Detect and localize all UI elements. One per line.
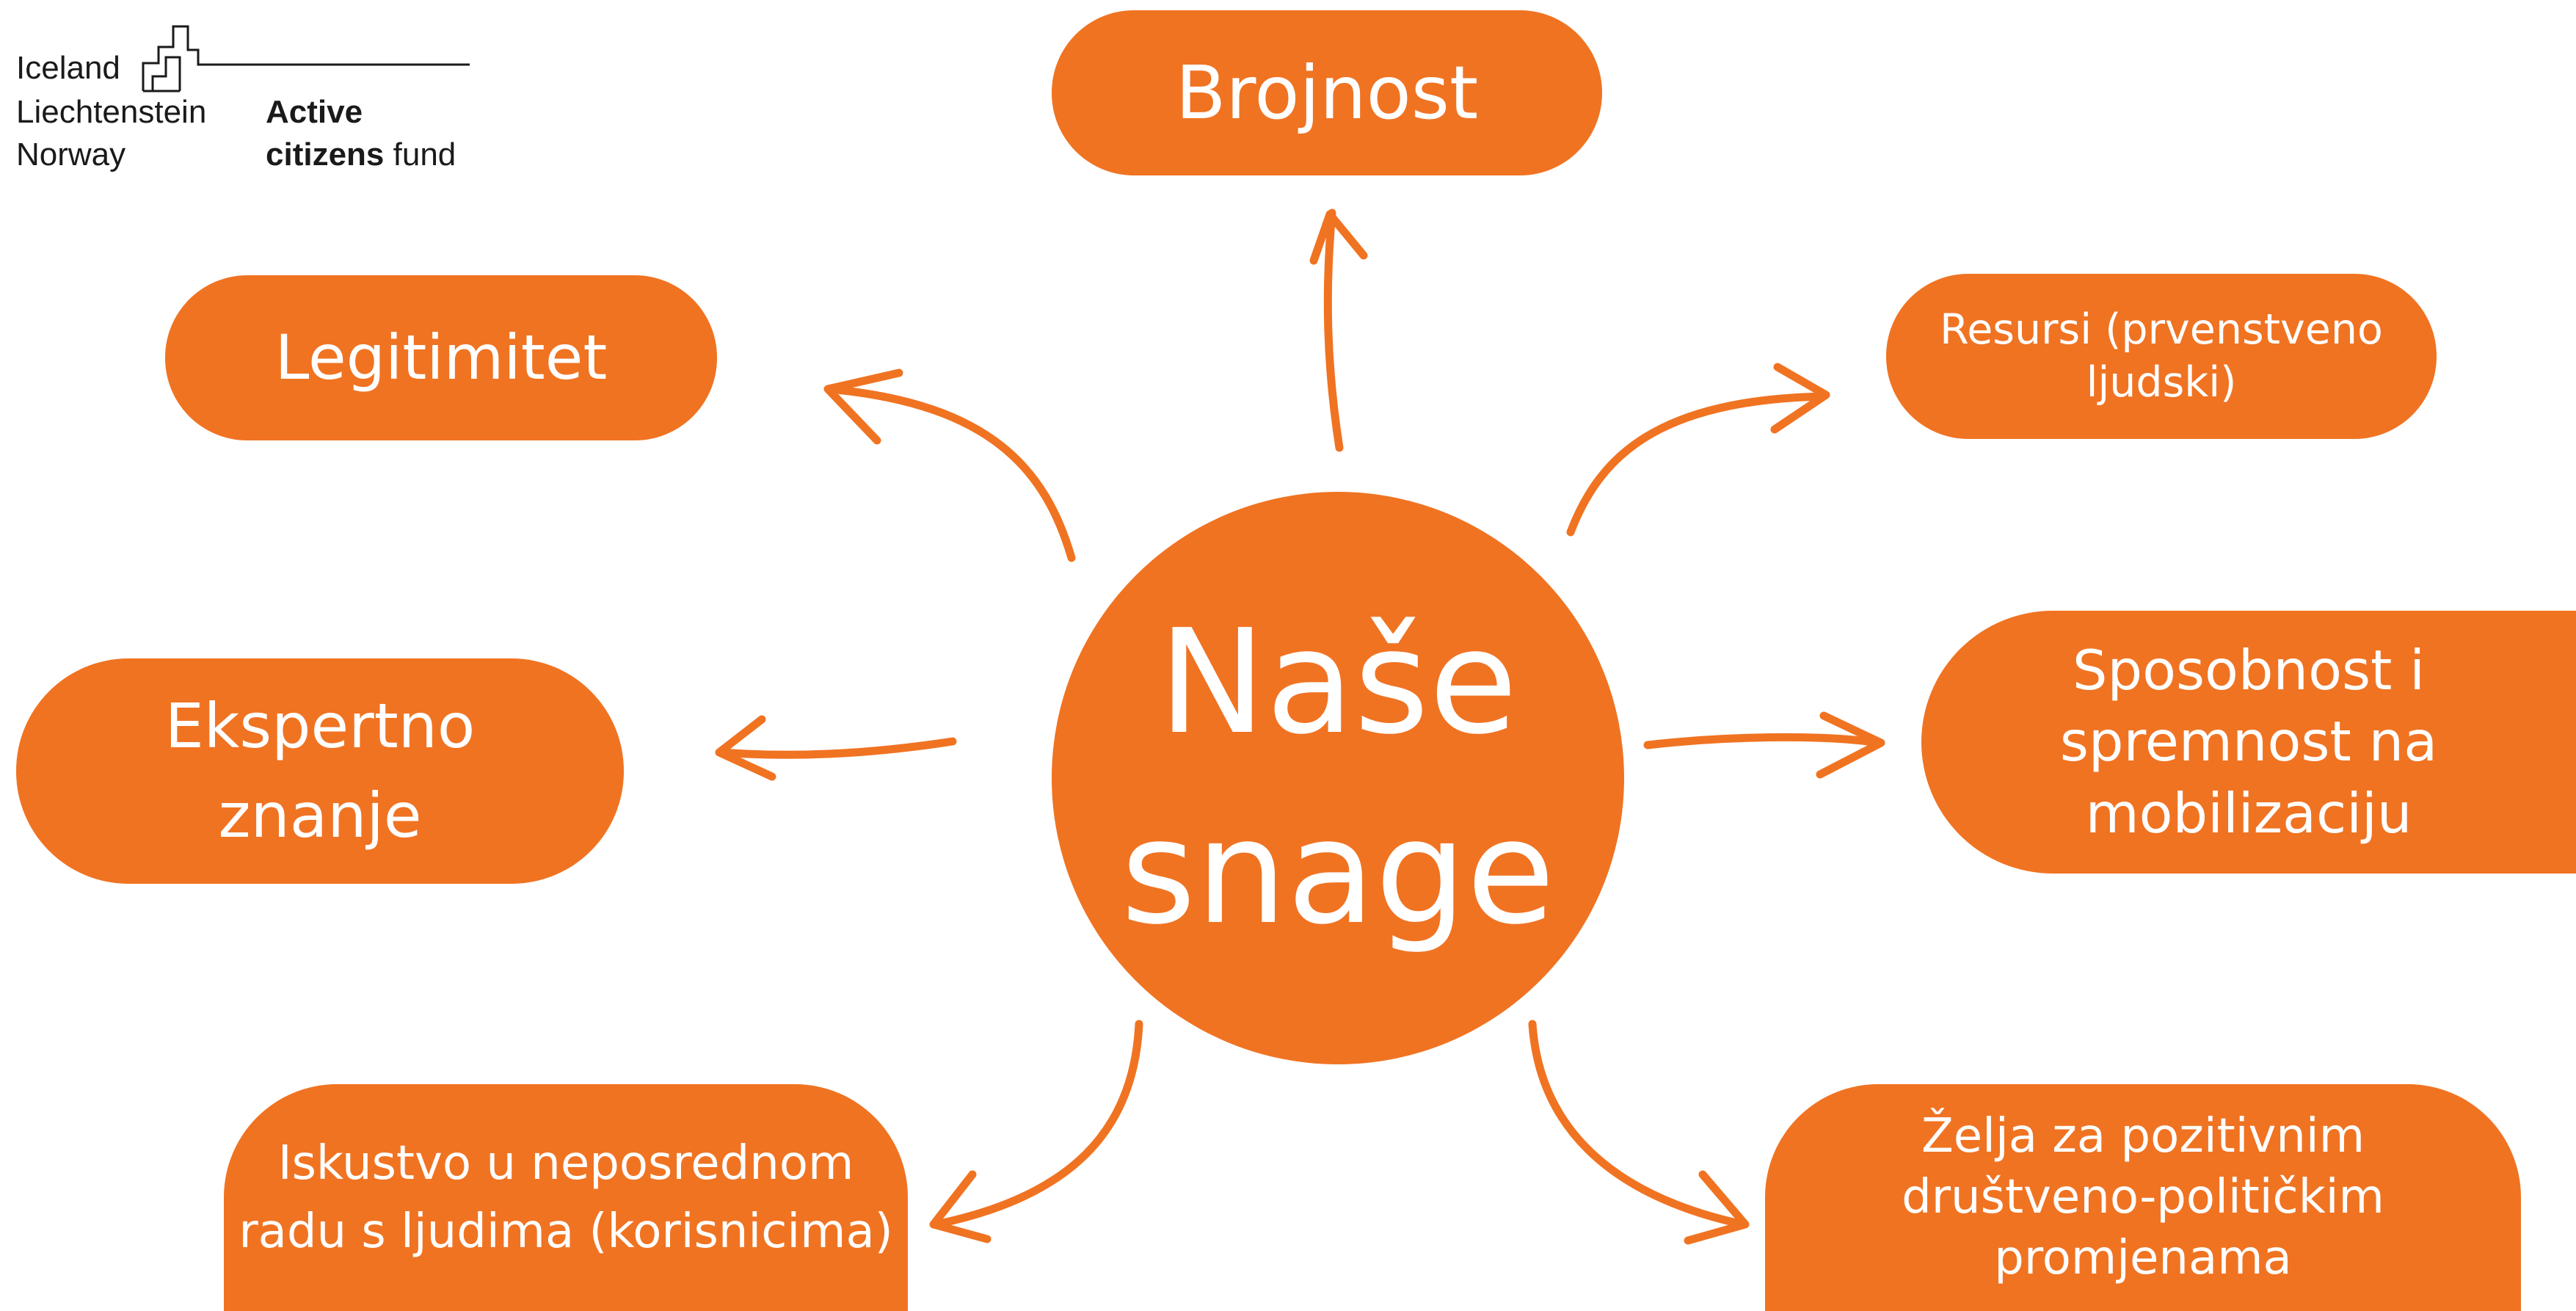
arrow-to-iskustvo (929, 1020, 1143, 1243)
node-iskustvo-line1: Iskustvo u neposrednom (277, 1136, 854, 1191)
center-label-line1: Naše (1158, 599, 1518, 767)
logo-country-norway: Norway (16, 137, 126, 172)
arrow-to-sposobnost (1643, 711, 1885, 779)
node-zelja-line3: promjenama (1994, 1231, 2292, 1286)
logo-fund-line2: citizens fund (266, 137, 456, 173)
logo-fund-bold: citizens (266, 137, 385, 172)
node-brojnost-label: Brojnost (1175, 50, 1479, 136)
center-node: Naše snage (1052, 492, 1624, 1064)
node-sposobnost-line3: mobilizaciju (2085, 780, 2412, 846)
arrow-to-brojnost (1309, 208, 1368, 452)
node-legitimitet-label: Legitimitet (274, 322, 608, 393)
arrow-to-legitimitet (823, 368, 1076, 562)
node-ekspertno-line1: Ekspertno (164, 689, 476, 762)
node-zelja-line1: Želja za pozitivnim (1921, 1108, 2365, 1163)
node-iskustvo-line2: radu s ljudima (korisnicima) (239, 1204, 893, 1259)
node-resursi-line1: Resursi (prvenstveno (1940, 305, 2383, 355)
node-ekspertno-line2: znanje (218, 779, 422, 851)
node-resursi: Resursi (prvenstveno ljudski) (1886, 274, 2437, 439)
node-zelja: Želja za pozitivnim društveno-političkim… (1765, 1084, 2521, 1311)
logo-fund-line1: Active (266, 94, 363, 130)
node-brojnost: Brojnost (1052, 10, 1602, 175)
logo: Iceland Liechtenstein Norway Active citi… (15, 13, 484, 182)
node-iskustvo: Iskustvo u neposrednom radu s ljudima (k… (224, 1084, 908, 1311)
arrow-to-zelja (1528, 1020, 1750, 1245)
logo-country-iceland: Iceland (16, 50, 120, 86)
logo-skyline-icon (142, 25, 470, 92)
node-zelja-line2: društveno-političkim (1902, 1169, 2384, 1224)
node-sposobnost-line2: spremnost na (2059, 709, 2438, 774)
node-sposobnost-line1: Sposobnost i (2072, 637, 2426, 702)
logo-fund-regular: fund (393, 137, 456, 172)
node-ekspertno: Ekspertno znanje (16, 658, 624, 884)
center-label-line2: snage (1121, 789, 1555, 956)
node-legitimitet: Legitimitet (165, 275, 717, 440)
arrow-to-resursi (1566, 363, 1830, 537)
node-resursi-line2: ljudski) (2086, 357, 2237, 407)
node-sposobnost: Sposobnost i spremnost na mobilizaciju (1921, 611, 2576, 874)
arrow-to-ekspertno (715, 715, 957, 781)
logo-country-liechtenstein: Liechtenstein (16, 94, 207, 130)
